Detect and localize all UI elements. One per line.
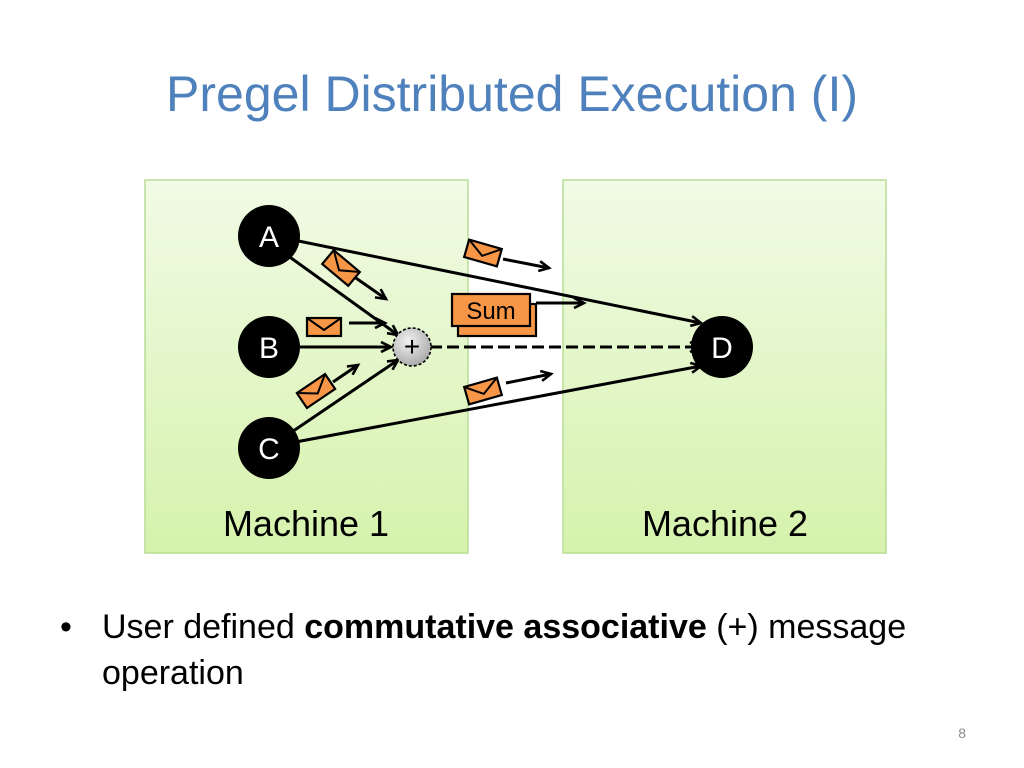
bullet-text-before: User defined [102, 608, 305, 646]
message-arrow [332, 365, 358, 384]
vertex-d [691, 316, 753, 378]
message-arrow [505, 374, 551, 385]
machine-2-label: Machine 2 [642, 503, 808, 544]
edge-c-to-d [268, 366, 701, 449]
bullet-text-bold: commutative associative [304, 608, 707, 646]
vertex-d-label: D [711, 332, 733, 365]
vertex-b-label: B [259, 332, 279, 365]
vertex-c [238, 417, 300, 479]
vertex-b [238, 316, 300, 378]
combiner-plus-icon: + [404, 331, 420, 362]
vertex-a [238, 205, 300, 267]
bullet-text-after: (+) message operation [102, 608, 907, 692]
message-arrow [352, 274, 386, 299]
slide-title: Pregel Distributed Execution (I) [166, 66, 858, 122]
message-arrow [502, 257, 549, 268]
bullet-text: User defined commutative associative (+)… [102, 604, 942, 696]
message-envelope-icon [463, 376, 503, 406]
machine-1-box [144, 179, 469, 554]
edge-a-to-d [268, 233, 701, 323]
bullet-marker: • [60, 608, 72, 646]
combiner-node [392, 327, 432, 367]
edge-c-to-combiner [279, 360, 398, 442]
sum-label: Sum [466, 298, 515, 325]
vertex-a-label: A [259, 221, 279, 254]
message-envelope-icon [463, 238, 503, 268]
sum-message [450, 292, 532, 328]
page-number: 8 [958, 725, 966, 741]
vertex-c-label: C [258, 433, 280, 466]
message-envelope-icon [305, 316, 343, 338]
machine-1-label: Machine 1 [223, 503, 389, 544]
